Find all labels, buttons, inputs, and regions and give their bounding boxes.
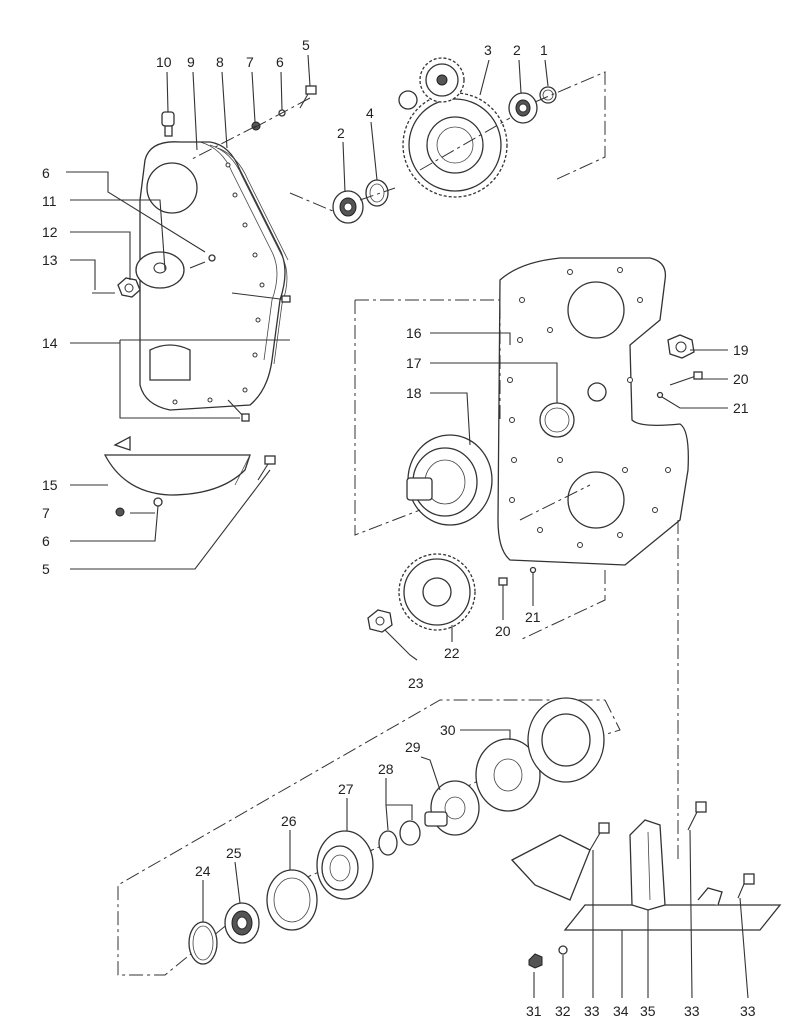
callout-24: 24: [195, 863, 211, 879]
part-11-bolt: [189, 254, 216, 269]
callout-6-left: 6: [42, 165, 50, 181]
callout-13: 13: [42, 252, 58, 268]
callout-14: 14: [42, 335, 58, 351]
callout-22: 22: [444, 645, 460, 661]
callout-1: 1: [540, 42, 548, 58]
callout-5-lower: 5: [42, 561, 50, 577]
callout-20-right: 20: [733, 371, 749, 387]
part-20-21-bolt-lower: [498, 566, 537, 600]
callout-21-right: 21: [733, 400, 749, 416]
callout-31: 31: [526, 1003, 542, 1019]
callout-16: 16: [406, 325, 422, 341]
part-3-gear-assembly: [398, 57, 508, 198]
part-29-flange-shaft: [424, 780, 480, 836]
callout-30: 30: [440, 722, 456, 738]
callout-11: 11: [42, 193, 57, 209]
part-27-bearing-housing: [316, 830, 374, 900]
callout-15: 15: [42, 477, 58, 493]
callout-2-lower: 2: [337, 125, 345, 141]
part-20-21-bolt-upper: [656, 371, 703, 399]
callout-33-c: 33: [740, 1003, 756, 1019]
callout-6-lower: 6: [42, 533, 50, 549]
plate-holes: [507, 267, 671, 548]
part-16-plate: [497, 257, 689, 566]
callout-26: 26: [281, 813, 297, 829]
part-30-hub-flange: [475, 697, 605, 812]
callout-35: 35: [640, 1003, 656, 1019]
callout-23: 23: [408, 675, 424, 691]
part-31-33-fasteners: [528, 801, 755, 969]
part-22-gear: [398, 553, 476, 631]
callout-21-lower: 21: [525, 609, 541, 625]
part-28-rings: [378, 820, 421, 856]
part-5-7-bolt-top: [189, 85, 317, 161]
callout-25: 25: [226, 845, 242, 861]
callout-10: 10: [156, 54, 172, 70]
part-19-nut: [667, 334, 695, 359]
part-18-hub: [406, 434, 493, 526]
part-8-9-gear-case: [135, 141, 289, 411]
callout-9: 9: [187, 54, 195, 70]
callout-8: 8: [216, 54, 224, 70]
callout-5-top: 5: [302, 37, 310, 53]
part-10-breather: [161, 111, 175, 137]
callout-7-top: 7: [246, 54, 254, 70]
callout-33-a: 33: [584, 1003, 600, 1019]
callout-28: 28: [378, 761, 394, 777]
callout-2-top: 2: [513, 42, 521, 58]
part-26-gasket: [266, 869, 318, 931]
part-1-snap-ring: [539, 86, 557, 104]
callout-29: 29: [405, 739, 421, 755]
part-34-mount-plate: [510, 834, 782, 931]
callout-12: 12: [42, 224, 58, 240]
callout-32: 32: [555, 1003, 571, 1019]
callout-17: 17: [406, 355, 422, 371]
callout-34: 34: [613, 1003, 629, 1019]
leader-lines: [66, 54, 749, 999]
part-2-bearing-lower: [332, 190, 364, 224]
part-15-cover: [103, 435, 251, 496]
part-35-bracket: [629, 819, 666, 911]
part-12-nut: [117, 277, 141, 298]
part-23-nut: [367, 609, 393, 633]
part-24-snap-ring: [188, 921, 218, 965]
part-4-snap-ring: [365, 179, 389, 207]
callout-19: 19: [733, 342, 749, 358]
callout-33-b: 33: [684, 1003, 700, 1019]
callout-4: 4: [366, 105, 374, 121]
part-5-7-bolt-bottom: [115, 455, 276, 517]
part-14-bolts: [227, 292, 291, 422]
callout-labels: 1 2 2 3 4 5 6 7 8 9 10 6 11 12 13 14 15 …: [42, 37, 756, 1019]
callout-3: 3: [484, 42, 492, 58]
part-17-seal: [539, 402, 575, 438]
callout-20-lower: 20: [495, 623, 511, 639]
part-2-bearing-top: [508, 92, 538, 124]
callout-7-left: 7: [42, 505, 50, 521]
callout-18: 18: [406, 385, 422, 401]
callout-27: 27: [338, 781, 354, 797]
part-25-bearing: [224, 902, 260, 944]
callout-6-top: 6: [276, 54, 284, 70]
